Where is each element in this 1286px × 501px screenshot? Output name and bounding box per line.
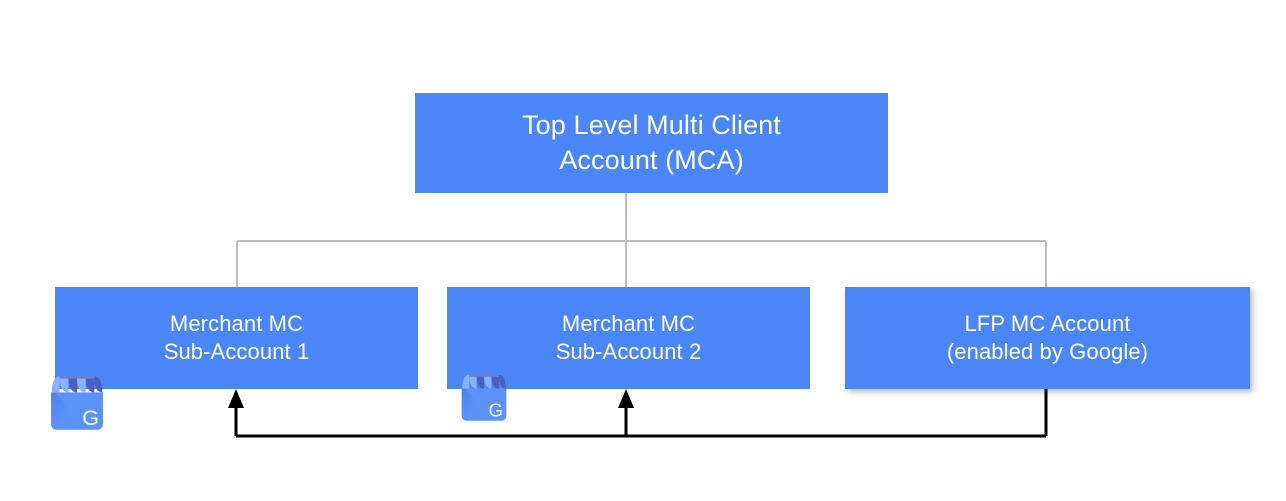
feedback-arrowhead-sub1 bbox=[228, 389, 244, 408]
merchant-mc-sub-account-2-line-2: Sub-Account 2 bbox=[555, 339, 702, 364]
svg-text:G: G bbox=[489, 399, 503, 420]
feedback-arrowhead-sub2 bbox=[618, 389, 634, 408]
storefront-body bbox=[51, 392, 103, 430]
merchant-mc-sub-account-1-node[interactable]: Merchant MC Sub-Account 1 bbox=[55, 287, 418, 389]
top-level-mca-line-1: Top Level Multi Client bbox=[522, 110, 781, 141]
google-business-profile-storefront-icon: G bbox=[51, 375, 103, 430]
svg-text:G: G bbox=[82, 405, 99, 430]
lfp-mc-account-node[interactable]: LFP MC Account (enabled by Google) bbox=[845, 287, 1250, 389]
storefront-awning bbox=[462, 374, 506, 389]
merchant-mc-sub-account-2-node[interactable]: Merchant MC Sub-Account 2 bbox=[447, 287, 810, 389]
google-business-profile-storefront-icon: G bbox=[461, 374, 507, 421]
merchant-mc-sub-account-2-line-1: Merchant MC bbox=[561, 310, 696, 336]
google-g-glyph: G bbox=[489, 399, 503, 420]
top-level-mca-line-2: Account (MCA) bbox=[559, 145, 744, 175]
google-g-glyph: G bbox=[82, 405, 99, 430]
storefront-awning bbox=[51, 375, 103, 393]
lfp-mc-account-line-1: LFP MC Account bbox=[964, 310, 1131, 336]
merchant-mc-sub-account-1-line-1: Merchant MC bbox=[169, 310, 304, 336]
storefront-body bbox=[461, 388, 507, 421]
lfp-mc-account-line-2: (enabled by Google) bbox=[946, 339, 1149, 364]
top-level-mca-node[interactable]: Top Level Multi Client Account (MCA) bbox=[415, 93, 888, 193]
merchant-mc-sub-account-1-line-2: Sub-Account 1 bbox=[163, 339, 310, 364]
